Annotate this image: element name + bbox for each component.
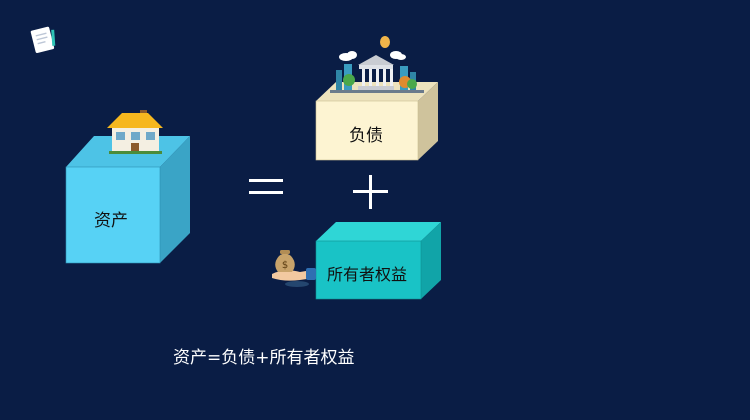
equity-label: 所有者权益: [327, 265, 408, 284]
liabilities-box-front: [315, 100, 419, 161]
assets-box-side: [160, 136, 190, 263]
equity-box-top: [316, 222, 441, 241]
assets-label: 资产: [94, 211, 128, 231]
bank-city-icon: [330, 36, 424, 93]
svg-text:$: $: [282, 260, 288, 271]
liabilities-box-side: [418, 82, 438, 160]
equity-box: [315, 222, 441, 300]
liabilities-label: 负债: [349, 126, 383, 146]
equals-sign: [249, 179, 283, 194]
equity-box-front: [315, 240, 422, 300]
house-icon: [107, 110, 163, 154]
notebook-icon: [30, 26, 56, 54]
equity-box-side: [421, 222, 441, 299]
assets-box-front: [65, 166, 161, 264]
formula-caption: 资产=负债+所有者权益: [173, 348, 355, 368]
money-bag-hand-icon: $: [272, 250, 316, 287]
plus-sign: [353, 175, 388, 209]
assets-box: [65, 136, 190, 264]
